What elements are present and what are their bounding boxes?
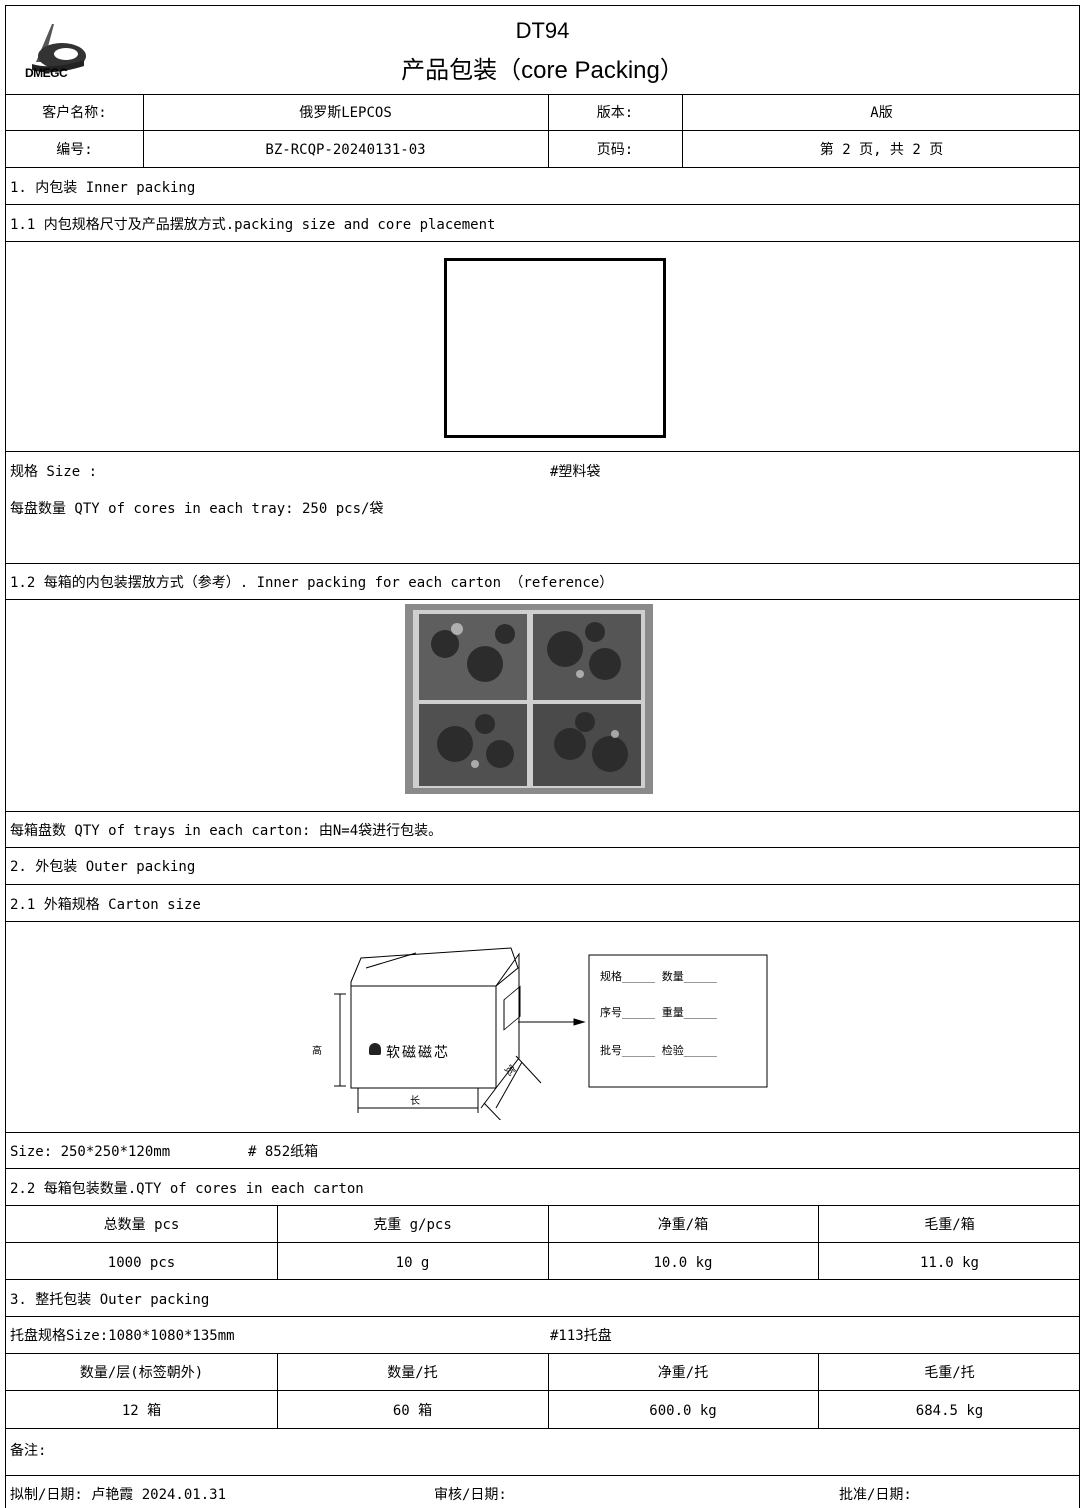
carton-table-cell: 10.0 kg [653,1255,713,1271]
carton-brand-text: 软磁磁芯 [386,1045,450,1061]
inner-packing-photo [405,604,653,794]
dmegc-logo-icon [32,24,86,73]
section2-sub2: 2.2 每箱包装数量.QTY of cores in each carton [10,1181,364,1197]
carton-table-header: 克重 g/pcs [373,1217,452,1233]
qty-trays-per-carton: 每箱盘数 QTY of trays in each carton: 由N=4袋进… [10,823,443,839]
page-value: 第 2 页, 共 2 页 [819,142,944,158]
pallet-size-text: 托盘规格Size:1080*1080*135mm [10,1328,235,1344]
customer-label: 客户名称: [42,105,107,121]
qty-per-tray: 每盘数量 QTY of cores in each tray: 250 pcs/… [10,501,384,517]
carton-size-text: Size: 250*250*120mm [10,1144,171,1160]
model-title: DT94 [515,18,570,43]
reviewed-by: 审核/日期: [434,1487,507,1503]
pallet-table-header: 数量/层(标签朝外) [79,1365,204,1381]
dim-height-label: 高 [312,1046,322,1057]
carton-table-header: 毛重/箱 [924,1217,975,1233]
section2-sub1: 2.1 外箱规格 Carton size [10,897,201,913]
code-label: 编号: [56,142,93,158]
packing-document: DMEGC DT94 产品包装（core Packing） 客户名称: 俄罗斯L… [5,5,1080,1508]
section2-heading: 2. 外包装 Outer packing [10,859,196,875]
carton-label-line-2: 序号_____ 重量_____ [600,1006,717,1019]
pallet-table-cell: 60 箱 [392,1403,433,1419]
packing-placeholder-box [444,258,666,438]
pallet-table-header: 数量/托 [387,1365,438,1381]
section1-sub1: 1.1 内包规格尺寸及产品摆放方式.packing size and core … [10,217,496,233]
carton-diagram [334,947,768,1120]
carton-label-line-1: 规格_____ 数量_____ [600,970,717,983]
carton-table-cell: 1000 pcs [107,1255,176,1271]
carton-label-line-3: 批号_____ 检验_____ [600,1044,717,1057]
pallet-table-cell: 12 箱 [121,1403,162,1419]
section1-heading: 1. 内包装 Inner packing [10,180,196,196]
remarks-label: 备注: [10,1443,47,1459]
customer-value: 俄罗斯LEPCOS [299,105,392,121]
carton-table-header: 总数量 pcs [103,1217,180,1233]
carton-table-cell: 10 g [395,1255,430,1271]
drafted-by: 拟制/日期: 卢艳霞 2024.01.31 [10,1487,227,1503]
carton-table-header: 净重/箱 [657,1217,709,1233]
carton-table-cell: 11.0 kg [919,1255,979,1271]
pallet-table-cell: 600.0 kg [649,1403,717,1419]
carton-logo-icon [369,1043,381,1055]
document-title: 产品包装（core Packing） [401,57,684,84]
size-label: 规格 Size : [10,464,98,480]
dim-length-label: 长 [410,1096,420,1107]
pallet-note: #113托盘 [550,1328,612,1344]
version-label: 版本: [596,105,634,121]
pallet-table-cell: 684.5 kg [915,1403,984,1419]
pallet-table-header: 毛重/托 [924,1365,975,1381]
logo-text: DMEGC [25,66,68,80]
approved-by: 批准/日期: [839,1487,912,1503]
section3-heading: 3. 整托包装 Outer packing [10,1292,210,1308]
version-value: A版 [870,105,893,121]
size-note: #塑料袋 [550,464,601,480]
section1-sub2: 1.2 每箱的内包装摆放方式（参考）. Inner packing for ea… [10,575,614,591]
pallet-table-header: 净重/托 [657,1365,709,1381]
page-label: 页码: [596,142,634,158]
carton-size-note: # 852纸箱 [248,1144,319,1160]
code-value: BZ-RCQP-20240131-03 [265,142,426,158]
carton-photo-graphic [405,604,653,794]
